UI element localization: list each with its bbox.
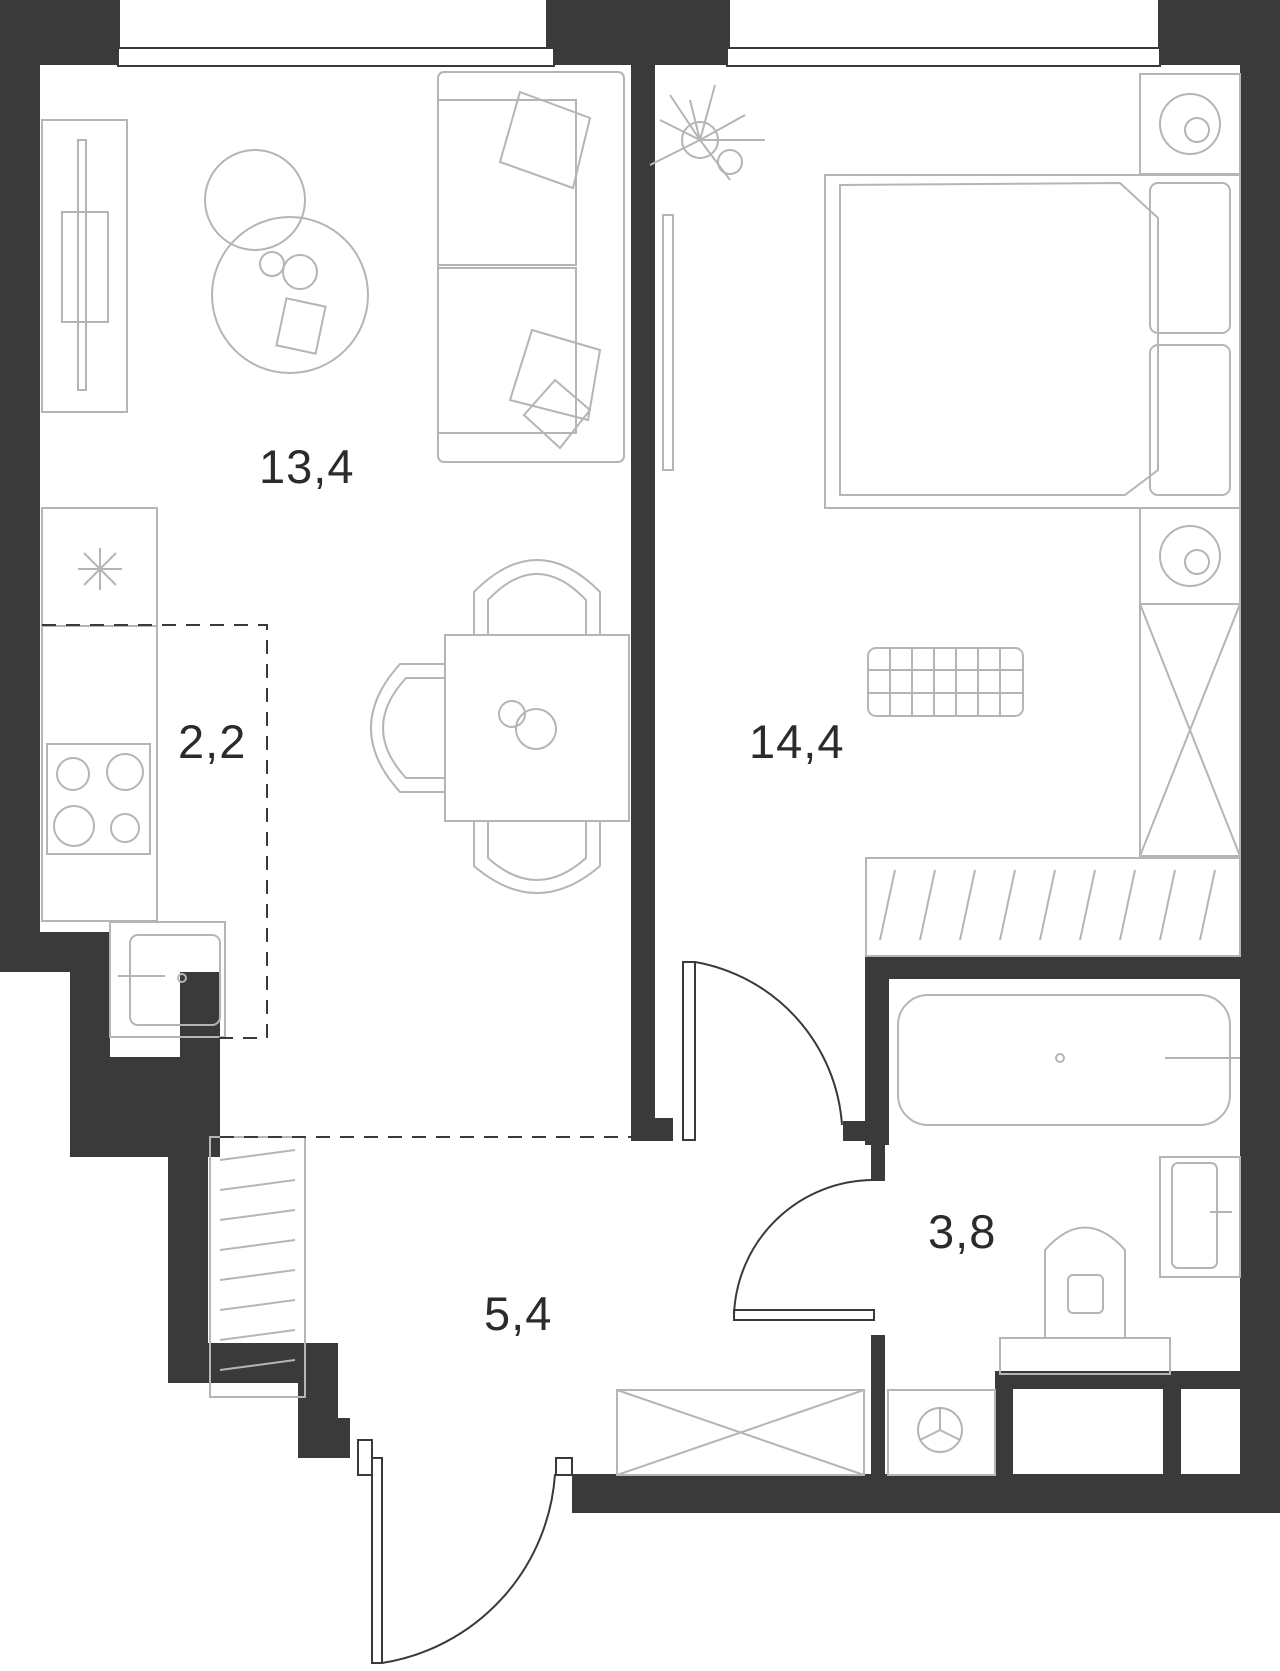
room-area-bedroom: 14,4	[749, 715, 845, 768]
sofa-seat-2	[437, 267, 577, 434]
sink-basin	[129, 934, 221, 1026]
wall-middle	[631, 65, 655, 1141]
window-right	[726, 47, 1161, 67]
nightstand-2	[1139, 507, 1241, 605]
coffee-table	[211, 216, 369, 374]
burner-2	[106, 753, 144, 791]
wall-right	[1240, 0, 1280, 1513]
bath-sink-cabinet	[1159, 1156, 1241, 1278]
dishwasher-mark	[78, 548, 122, 590]
wall-entrance-stub	[572, 1474, 588, 1513]
bath-sink	[1171, 1162, 1218, 1269]
entrance-door-leaf	[371, 1457, 383, 1664]
chair-bottom	[473, 821, 601, 894]
sink-cabinet	[109, 921, 226, 1038]
toilet-seat	[1067, 1274, 1104, 1314]
hall-wardrobe	[616, 1389, 865, 1476]
windows	[117, 47, 1161, 67]
washer-blades	[919, 1408, 961, 1441]
lamp-2	[1159, 525, 1221, 587]
hall-wardrobe-cross	[616, 1389, 865, 1476]
bedroom-door-swing	[694, 961, 843, 1126]
plant-icon	[649, 84, 765, 181]
nightstand-1	[1139, 73, 1241, 175]
dining-cup-1	[498, 700, 526, 728]
room-area-kitchen-zone: 2,2	[178, 715, 247, 768]
wall-top-middle	[546, 0, 730, 65]
wall-storage-left	[995, 1371, 1013, 1476]
wall-left-box	[180, 972, 220, 1157]
room-area-living-kitchen: 13,4	[259, 440, 355, 493]
lamp-1-inner	[1184, 117, 1210, 143]
wall-middle-end	[631, 1118, 673, 1141]
room-area-hallway: 5,4	[484, 1287, 553, 1340]
wall-bath-stub	[843, 1121, 889, 1141]
chair-left	[370, 663, 445, 793]
wall-left-stair-1	[168, 1137, 208, 1382]
window-left	[117, 47, 555, 67]
doors	[357, 961, 875, 1664]
sofa-seat-1	[437, 99, 577, 266]
cushion-3	[522, 378, 592, 450]
bathtub	[897, 994, 1231, 1126]
pillow-1	[1149, 182, 1231, 334]
entrance-jamb-right	[555, 1457, 573, 1476]
sink-drain	[177, 973, 187, 983]
burner-1	[56, 757, 90, 791]
side-table	[204, 149, 306, 251]
burner-3	[53, 805, 95, 847]
rug-grid	[868, 648, 1023, 716]
tv-console	[41, 119, 128, 413]
wall-left	[0, 65, 40, 972]
hob	[46, 743, 151, 855]
tv-stand	[61, 211, 109, 323]
bathtub-drain	[1055, 1053, 1065, 1063]
closet-hangers	[879, 869, 1216, 941]
bath-door-leaf	[733, 1309, 875, 1321]
bedroom-wardrobe-cross	[1139, 603, 1241, 857]
wall-bath-left-low	[871, 1335, 885, 1475]
zone-lines	[42, 624, 631, 1138]
dining-cup-2	[515, 708, 557, 750]
bath-door-swing	[733, 1179, 875, 1316]
chair-top	[473, 559, 601, 635]
dining-table	[444, 634, 630, 822]
magazine	[275, 297, 327, 355]
toilet-cistern	[999, 1337, 1171, 1375]
walls	[0, 0, 1280, 1513]
rug	[867, 647, 1024, 717]
cushion-2	[508, 328, 602, 422]
burner-4	[110, 813, 140, 843]
furniture	[41, 71, 1241, 1476]
entrance-door-swing	[381, 1473, 556, 1664]
tv-screen	[77, 139, 87, 391]
bedroom-wardrobe	[1139, 603, 1241, 857]
counter-lower	[41, 625, 158, 922]
wall-bath-top	[865, 955, 1240, 979]
pillow-2	[1149, 344, 1231, 496]
wall-bottom	[572, 1474, 1280, 1513]
wall-bath-left-mid	[871, 1141, 885, 1181]
room-area-bathroom: 3,8	[928, 1205, 997, 1258]
toilet-bowl	[1044, 1226, 1126, 1338]
wall-top-left	[0, 0, 120, 65]
bedroom-closet	[865, 857, 1241, 957]
wall-left-stair-4	[298, 1418, 350, 1458]
wall-storage-mid	[1163, 1371, 1181, 1476]
lamp-2-inner	[1184, 549, 1210, 575]
wall-bath-left-top	[865, 955, 889, 1145]
cup-2	[282, 254, 318, 290]
bedroom-door-leaf	[682, 961, 696, 1141]
bed-frame	[824, 174, 1241, 509]
shoe-rack-slats	[219, 1149, 296, 1371]
entrance-jamb-left	[357, 1439, 373, 1476]
washer	[887, 1389, 996, 1476]
bed-blanket	[839, 181, 1159, 496]
cup-1	[259, 251, 285, 277]
mirror	[662, 214, 674, 471]
cushion-1	[498, 90, 592, 190]
lamp-1	[1159, 93, 1221, 155]
